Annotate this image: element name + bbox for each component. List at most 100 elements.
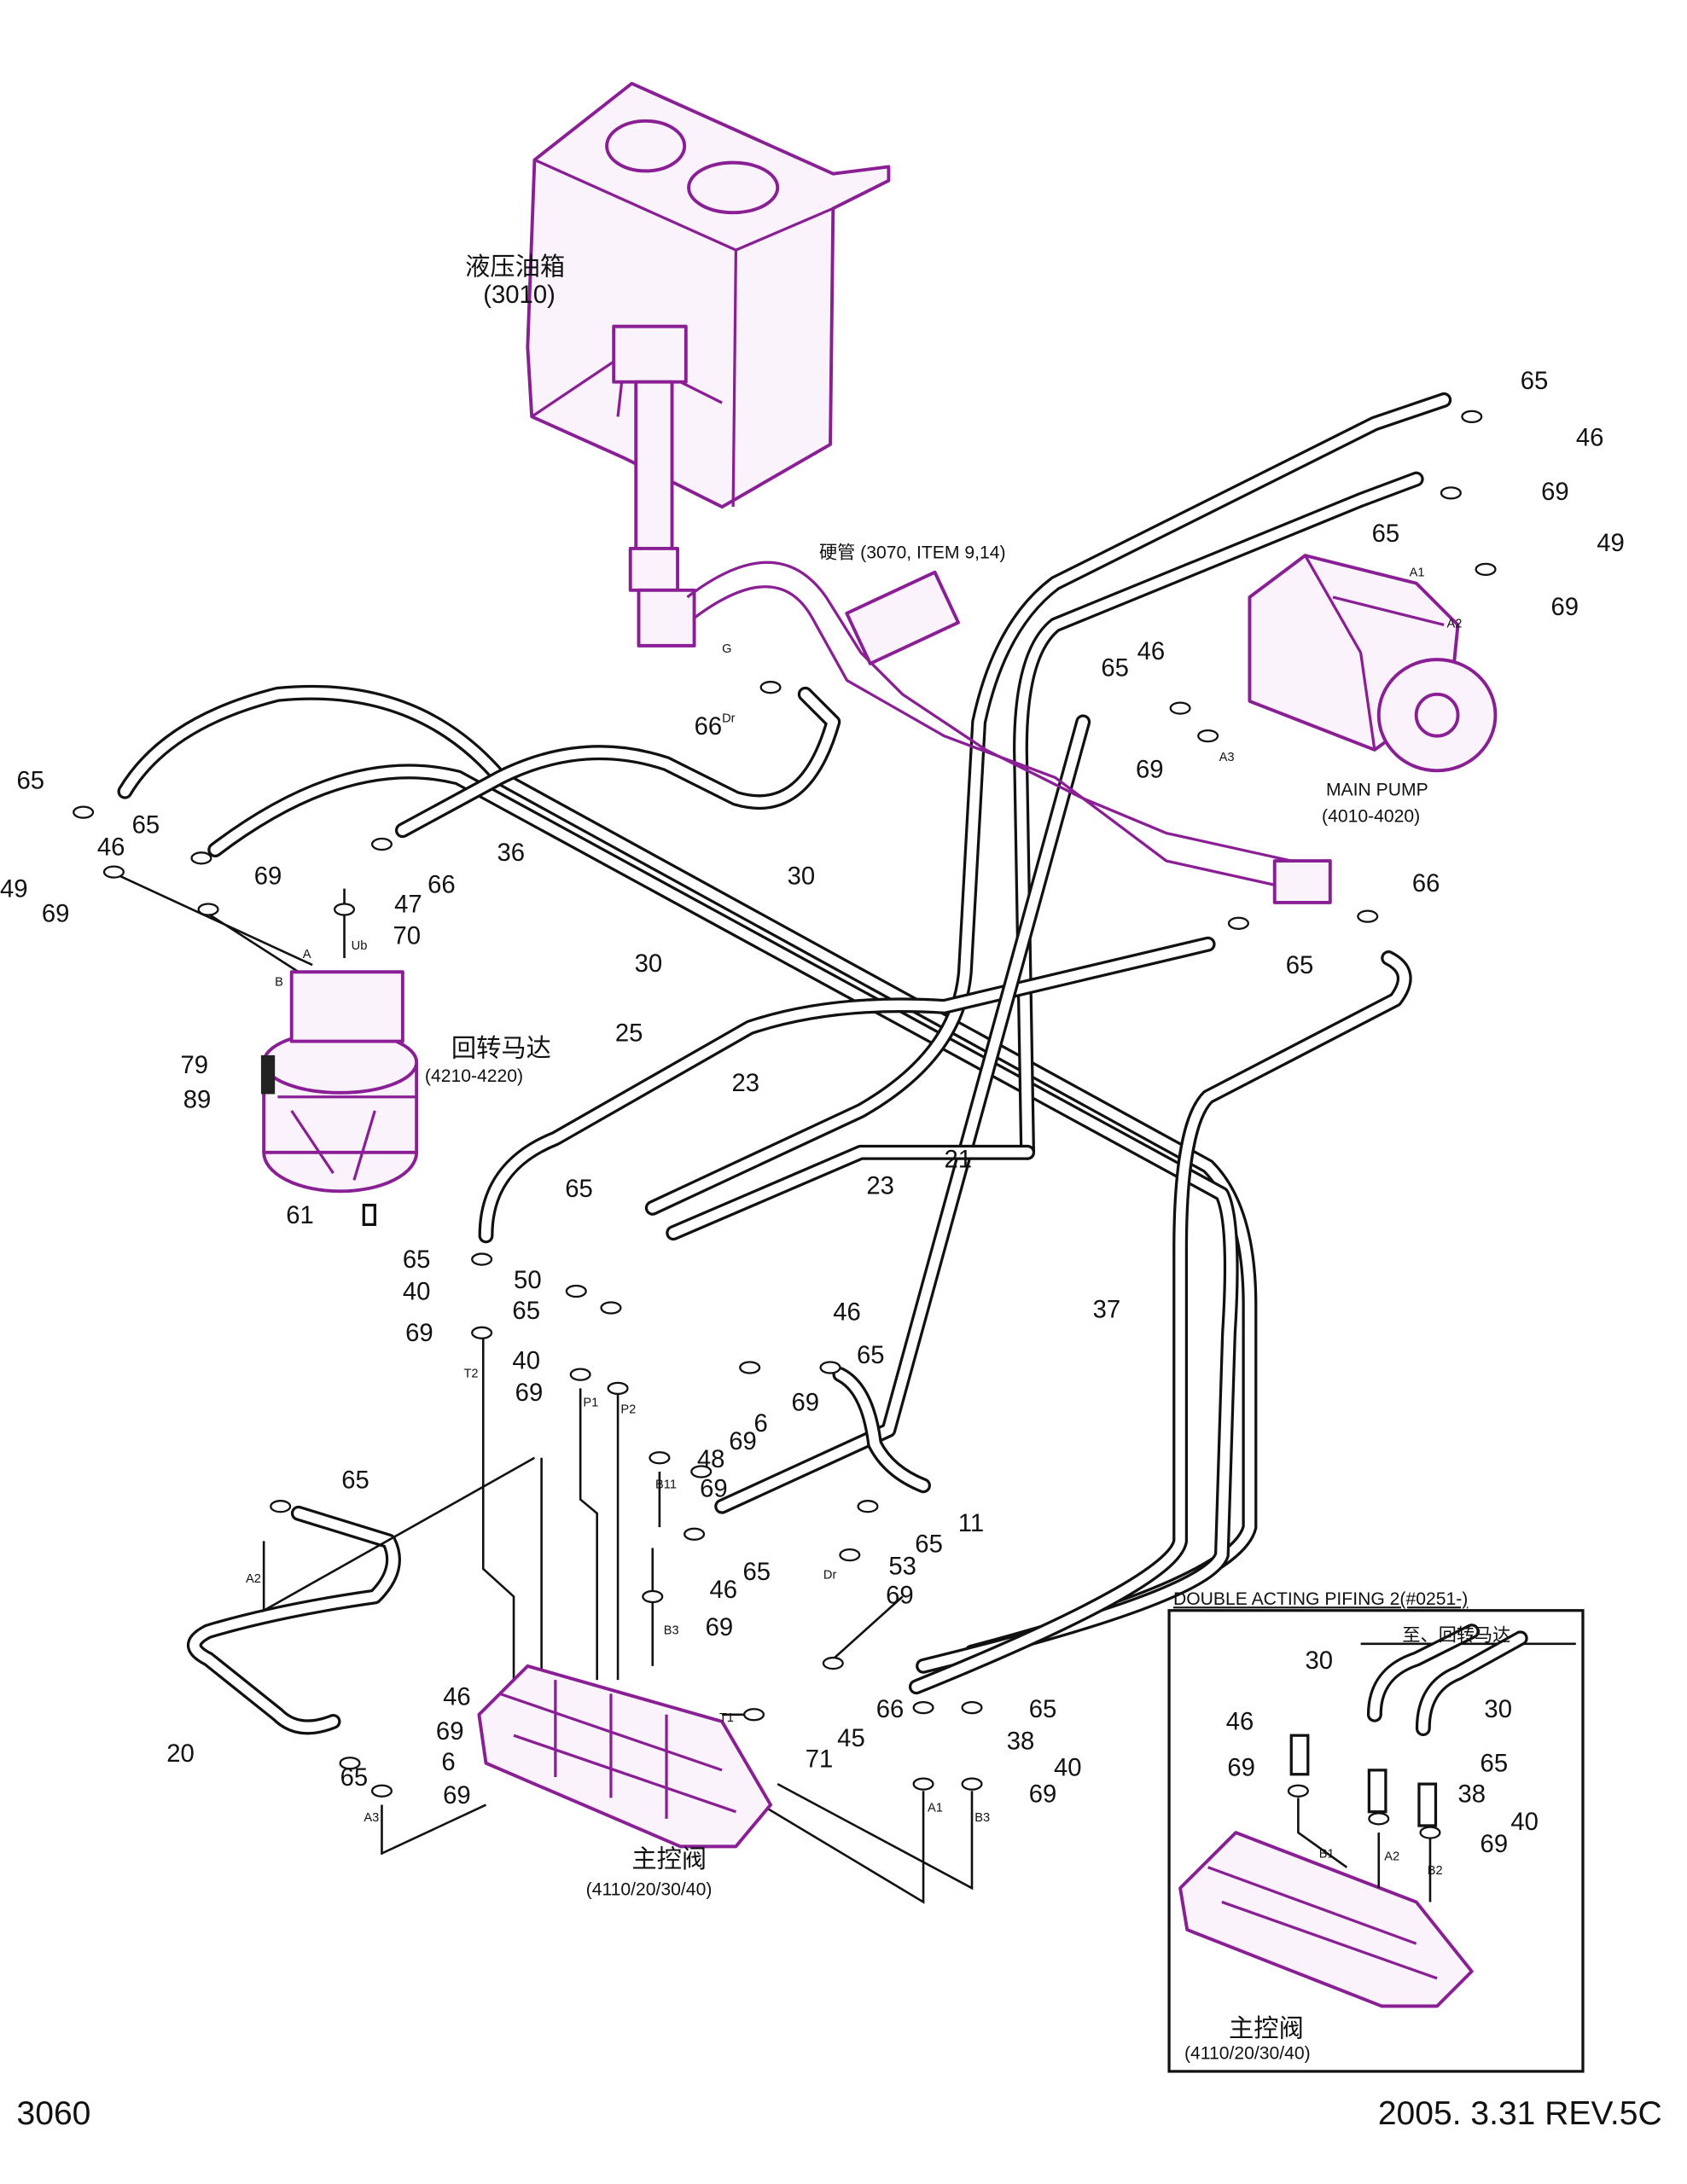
tank-ref: (3010) bbox=[483, 281, 556, 309]
callout-number: 65 bbox=[17, 766, 45, 794]
callout-number: 69 bbox=[254, 863, 282, 891]
inset-callout-number: 30 bbox=[1306, 1647, 1334, 1675]
o-ring bbox=[739, 1361, 761, 1374]
callout-number: 38 bbox=[1007, 1727, 1035, 1755]
inset-valve-ref: (4110/20/30/40) bbox=[1184, 2043, 1311, 2063]
inset-valve-name: 主控阀 bbox=[1229, 2014, 1304, 2042]
callout-number: 25 bbox=[615, 1019, 643, 1048]
callout-number: 48 bbox=[697, 1445, 725, 1473]
callout-number: 40 bbox=[403, 1277, 431, 1305]
port-label: A3 bbox=[364, 1811, 379, 1825]
inset-title: DOUBLE ACTING PIFING 2(#0251-) bbox=[1173, 1589, 1468, 1609]
callout-number: 46 bbox=[709, 1576, 737, 1604]
inset-callout-number: 69 bbox=[1227, 1753, 1255, 1781]
port-label: P1 bbox=[583, 1397, 598, 1410]
port-label: A1 bbox=[1410, 566, 1425, 580]
hose bbox=[187, 1505, 401, 1735]
inset-callout-number: 38 bbox=[1458, 1780, 1486, 1808]
callout-number: 71 bbox=[806, 1745, 834, 1774]
o-ring bbox=[912, 1700, 934, 1715]
control-valve-ref: (4110/20/30/40) bbox=[586, 1879, 713, 1899]
tank-name: 液压油箱 bbox=[465, 253, 565, 281]
port-label: B bbox=[275, 976, 283, 990]
callout-number: 69 bbox=[515, 1379, 544, 1407]
callout-number: 66 bbox=[428, 871, 456, 899]
o-ring bbox=[684, 1527, 706, 1541]
port-label: B2 bbox=[1428, 1864, 1443, 1878]
callout-number: 69 bbox=[706, 1613, 734, 1641]
port-label: B3 bbox=[974, 1811, 990, 1825]
callout-number: 65 bbox=[743, 1558, 771, 1586]
o-ring bbox=[1227, 916, 1249, 930]
callout-number: 65 bbox=[1286, 951, 1314, 979]
hoses bbox=[117, 392, 1452, 1735]
o-ring bbox=[569, 1368, 591, 1381]
o-rings bbox=[73, 410, 1497, 1839]
port-label: G bbox=[722, 642, 731, 656]
main-pump-name: MAIN PUMP bbox=[1326, 781, 1428, 800]
port-label: T1 bbox=[719, 1711, 734, 1725]
callout-number: 37 bbox=[1093, 1295, 1121, 1323]
callout-number: 69 bbox=[791, 1388, 819, 1416]
callout-number: 69 bbox=[1136, 755, 1164, 783]
port-label: A2 bbox=[246, 1572, 261, 1586]
callout-number: 23 bbox=[866, 1172, 894, 1200]
o-ring bbox=[270, 1500, 292, 1513]
o-ring bbox=[649, 1451, 671, 1465]
callout-number: 30 bbox=[635, 950, 663, 978]
port-label: Ub bbox=[352, 939, 368, 953]
callout-number: 36 bbox=[497, 839, 526, 867]
callout-number: 46 bbox=[1137, 637, 1166, 665]
callout-number: 46 bbox=[97, 834, 125, 862]
main-pump bbox=[1248, 554, 1498, 773]
o-ring bbox=[565, 1284, 587, 1298]
hose-inner bbox=[480, 939, 1213, 1241]
callout-number: 79 bbox=[181, 1051, 209, 1079]
callout-number: 69 bbox=[405, 1319, 433, 1347]
o-ring bbox=[839, 1548, 861, 1562]
callout-number: 47 bbox=[394, 890, 422, 918]
callout-number: 69 bbox=[886, 1582, 914, 1610]
port-label: A2 bbox=[1447, 618, 1463, 631]
callout-number: 23 bbox=[732, 1069, 760, 1097]
callout-number: 30 bbox=[788, 863, 816, 891]
o-ring bbox=[471, 1326, 493, 1339]
hose-inner bbox=[210, 766, 1236, 1671]
port-label: Dr bbox=[722, 712, 736, 725]
inset-callout-number: 30 bbox=[1484, 1695, 1512, 1723]
callout-number: 46 bbox=[833, 1298, 861, 1327]
hose-inner bbox=[668, 1147, 1033, 1238]
callout-number: 69 bbox=[729, 1427, 757, 1455]
swing-motor-name: 回转马达 bbox=[451, 1035, 551, 1063]
callout-number: 69 bbox=[1541, 478, 1569, 506]
callout-number: 65 bbox=[1372, 520, 1400, 548]
o-ring bbox=[334, 903, 356, 916]
hydraulic-tank bbox=[526, 81, 1332, 904]
callout-number: 45 bbox=[837, 1724, 865, 1752]
o-ring bbox=[600, 1301, 622, 1315]
control-valve-name: 主控阀 bbox=[631, 1845, 707, 1873]
callout-number: 40 bbox=[512, 1347, 540, 1375]
port-label: Dr bbox=[823, 1568, 837, 1582]
callout-number: 65 bbox=[341, 1467, 369, 1495]
o-ring bbox=[1169, 701, 1191, 715]
hose-inner bbox=[398, 689, 838, 835]
callout-number: 65 bbox=[340, 1763, 369, 1792]
callout-number: 65 bbox=[1521, 367, 1549, 395]
callout-number: 65 bbox=[565, 1175, 593, 1203]
o-ring bbox=[690, 1465, 713, 1478]
callout-number: 50 bbox=[514, 1266, 542, 1294]
o-ring bbox=[73, 805, 95, 819]
callout-number: 65 bbox=[512, 1297, 540, 1325]
drawing-number: 3060 bbox=[17, 2095, 91, 2132]
hose-inner bbox=[1015, 473, 1422, 1158]
o-ring bbox=[339, 1757, 361, 1770]
callout-number: 66 bbox=[695, 712, 723, 741]
hose-inner bbox=[189, 1508, 398, 1733]
port-label: A1 bbox=[928, 1802, 943, 1815]
hose bbox=[394, 686, 841, 839]
callout-number: 20 bbox=[166, 1740, 195, 1768]
